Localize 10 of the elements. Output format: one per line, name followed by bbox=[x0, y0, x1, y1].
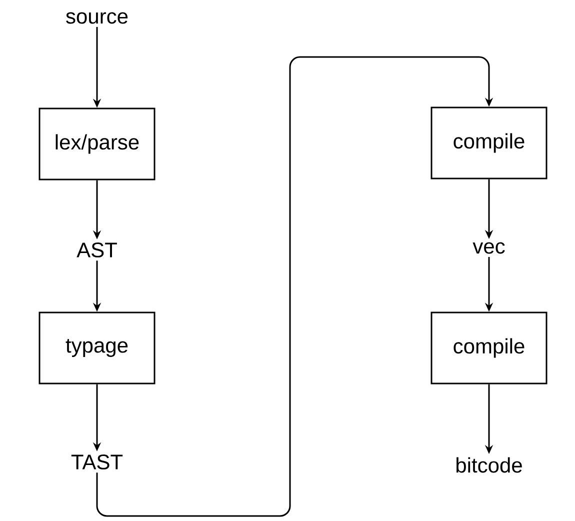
process-box: compile bbox=[430, 312, 548, 384]
process-box: typage bbox=[38, 312, 156, 384]
data-label: source bbox=[66, 12, 128, 24]
process-box: compile bbox=[430, 106, 548, 180]
arrow bbox=[96, 56, 494, 517]
data-label: TAST bbox=[71, 454, 123, 470]
data-label: AST bbox=[76, 242, 117, 258]
process-box: lex/parse bbox=[38, 108, 156, 180]
data-label: bitcode bbox=[456, 457, 522, 473]
data-label: vec bbox=[472, 242, 505, 254]
